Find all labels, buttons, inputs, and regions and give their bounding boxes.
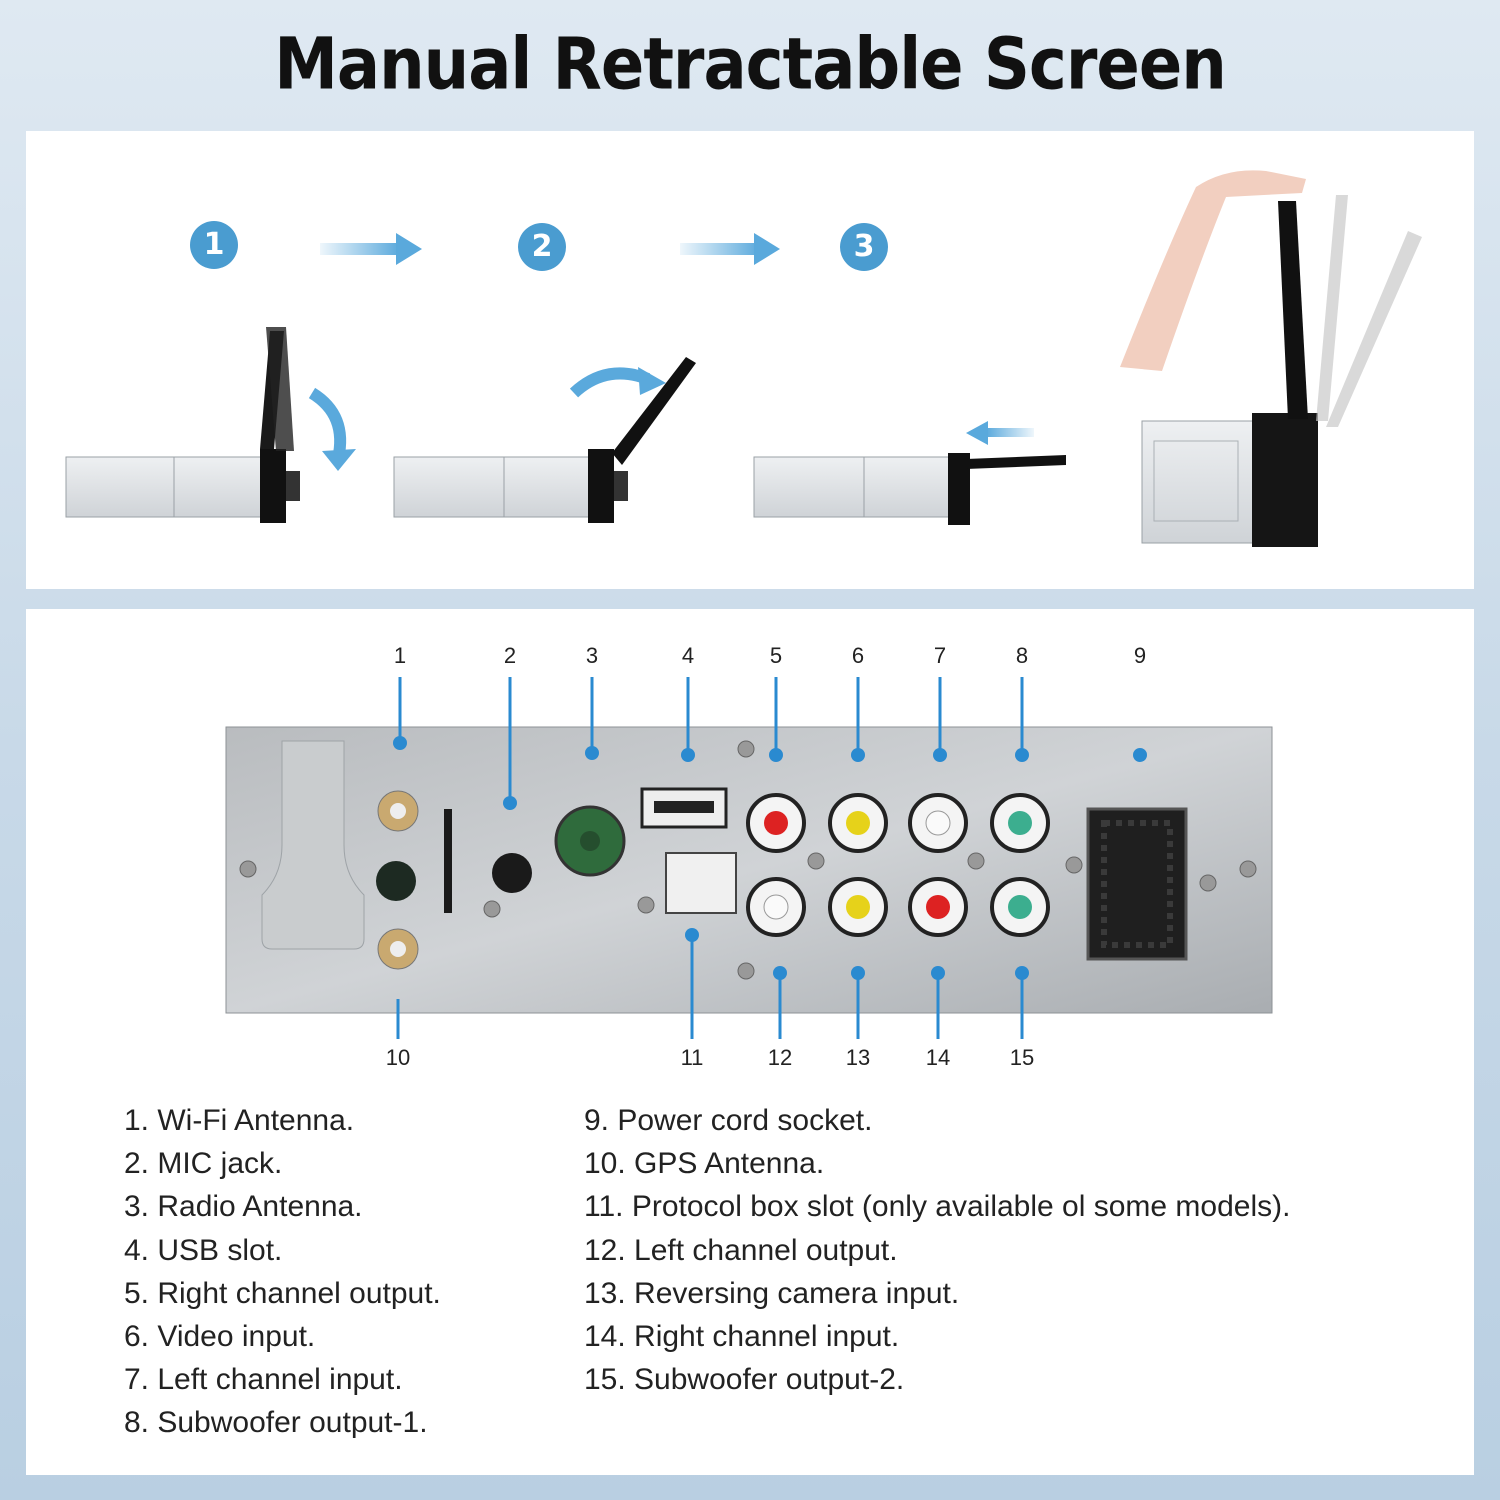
callout-10: 10 bbox=[386, 1045, 410, 1070]
callout-8: 8 bbox=[1016, 643, 1028, 668]
callout-5: 5 bbox=[770, 643, 782, 668]
legend-item: 1. Wi-Fi Antenna. bbox=[124, 1104, 355, 1137]
callout-11: 11 bbox=[681, 1045, 704, 1070]
next-step-arrow-icon bbox=[680, 233, 780, 265]
steps-panel: 1 2 3 bbox=[26, 131, 1474, 589]
legend-item: 4. USB slot. bbox=[124, 1233, 283, 1267]
callout-7: 7 bbox=[934, 643, 946, 668]
legend-left: 1. Wi-Fi Antenna. 2. MIC jack. 3. Radio … bbox=[124, 1099, 441, 1445]
callout-12: 12 bbox=[768, 1045, 792, 1070]
callout-2: 2 bbox=[504, 643, 516, 668]
steps-illustration bbox=[65, 170, 1422, 547]
rear-panel-diagram: 1 2 3 4 5 6 7 8 9 10 11 12 13 14 15 bbox=[225, 643, 1273, 1070]
next-step-arrow-icon bbox=[320, 233, 422, 265]
unit-step-2 bbox=[393, 357, 696, 523]
callout-14: 14 bbox=[926, 1045, 950, 1070]
legend-item: 13. Reversing camera input. bbox=[584, 1276, 960, 1310]
step-3-badge: 3 bbox=[840, 223, 888, 271]
legend-item: 9. Power cord socket. bbox=[584, 1104, 873, 1137]
legend-item: 6. Video input. bbox=[124, 1320, 316, 1354]
legend-right: 9. Power cord socket. 10. GPS Antenna. 1… bbox=[584, 1099, 1290, 1401]
step-2-badge: 2 bbox=[518, 223, 566, 271]
legend-item: 12. Left channel output. bbox=[584, 1233, 898, 1267]
callout-9: 9 bbox=[1134, 643, 1146, 668]
legend-item: 2. MIC jack. bbox=[124, 1147, 283, 1181]
legend-item: 7. Left channel input. bbox=[124, 1363, 403, 1397]
legend-item: 10. GPS Antenna. bbox=[584, 1147, 825, 1181]
callout-4: 4 bbox=[682, 643, 694, 668]
callout-6: 6 bbox=[852, 643, 864, 668]
callout-13: 13 bbox=[846, 1045, 870, 1070]
legend-item: 5. Right channel output. bbox=[124, 1276, 441, 1310]
unit-closeup bbox=[1120, 170, 1422, 547]
unit-step-3 bbox=[753, 421, 1066, 525]
connectors-panel: 1 2 3 4 5 6 7 8 9 10 11 12 13 14 15 1. W… bbox=[26, 609, 1474, 1475]
callout-3: 3 bbox=[586, 643, 598, 668]
legend-item: 8. Subwoofer output-1. bbox=[124, 1406, 428, 1440]
legend-item: 11. Protocol box slot (only available ol… bbox=[584, 1190, 1291, 1224]
legend-item: 14. Right channel input. bbox=[584, 1320, 900, 1354]
page-title: Manual Retractable Screen bbox=[274, 23, 1227, 107]
callout-1: 1 bbox=[394, 643, 406, 668]
legend-item: 3. Radio Antenna. bbox=[124, 1190, 363, 1224]
unit-step-1 bbox=[65, 327, 356, 523]
legend-item: 15. Subwoofer output-2. bbox=[584, 1363, 905, 1397]
step-1-badge: 1 bbox=[190, 221, 238, 269]
callout-15: 15 bbox=[1010, 1045, 1034, 1070]
